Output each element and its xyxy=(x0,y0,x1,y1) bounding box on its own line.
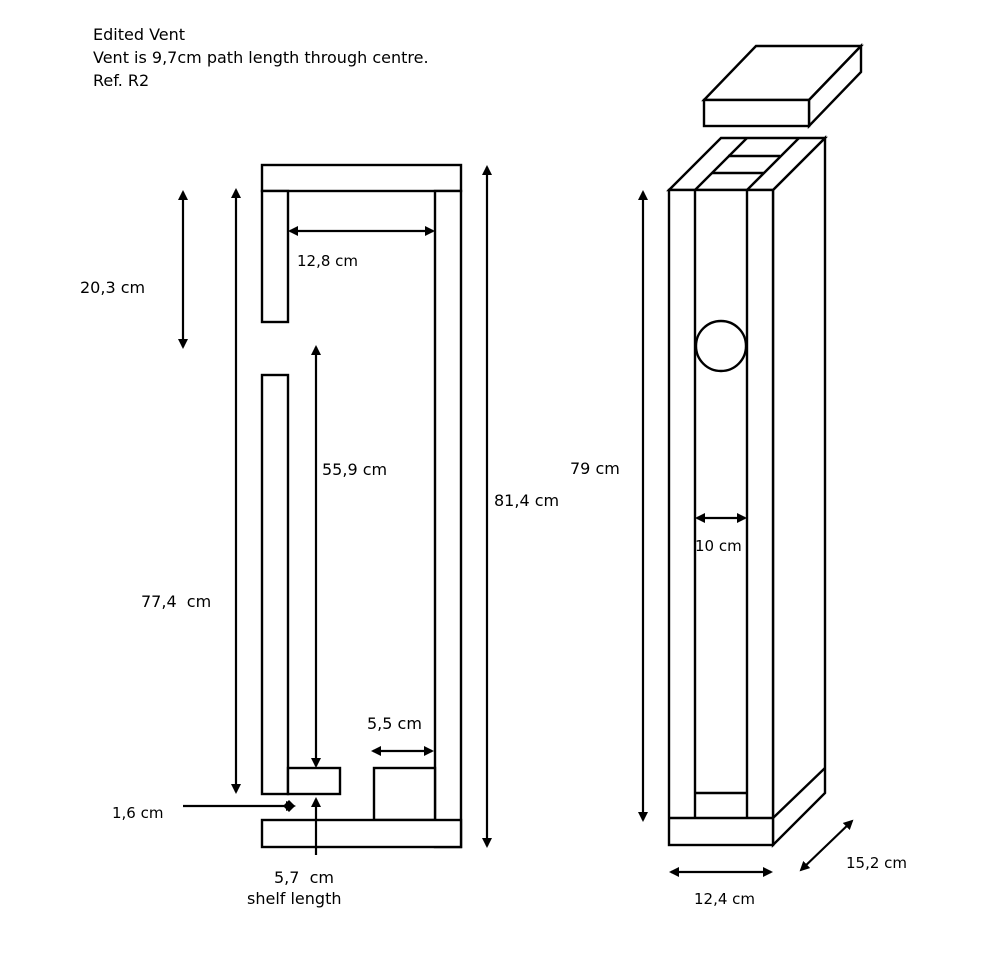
diagram-title: Edited Vent xyxy=(93,25,185,44)
bottom-block xyxy=(372,766,437,822)
box-side-base-edge xyxy=(772,767,826,819)
shelf-label: 5,7 cm xyxy=(274,868,334,887)
slot-width-label: 10 cm xyxy=(695,537,742,555)
iso-depth-label: 15,2 cm xyxy=(846,854,907,872)
iso-height-label: 79 cm xyxy=(570,459,620,478)
top-slot-edge-right xyxy=(746,137,800,191)
inner-height-label: 55,9 cm xyxy=(322,460,387,479)
total-height-label: 81,4 cm xyxy=(494,491,559,510)
lid-front xyxy=(702,98,811,128)
box-side-face xyxy=(771,135,827,848)
upper-left-wall xyxy=(260,189,290,324)
iso-view: 79 cm 10 cm 12,4 cm 15,2 cm xyxy=(570,43,907,908)
top-slot-edge-left xyxy=(694,137,748,191)
iso-width-label: 12,4 cm xyxy=(694,890,755,908)
shelf-caption: shelf length xyxy=(247,889,341,908)
diagram-ref: Ref. R2 xyxy=(93,71,149,90)
section-view: 12,8 cm 20,3 cm 77,4 cm 55,9 cm 81,4 cm … xyxy=(80,163,559,908)
port-hole xyxy=(694,319,748,373)
shelf xyxy=(286,766,342,796)
bottom-panel xyxy=(260,818,463,849)
block-width-label: 5,5 cm xyxy=(367,714,422,733)
top-panel xyxy=(260,163,463,193)
iso-depth-arrow xyxy=(799,819,854,872)
gap-label: 1,6 cm xyxy=(112,804,163,822)
inner-width-label: 12,8 cm xyxy=(297,252,358,270)
lower-left-wall xyxy=(260,373,290,796)
gap-marker xyxy=(283,800,295,812)
top-opening-label: 20,3 cm xyxy=(80,278,145,297)
right-wall xyxy=(433,189,463,849)
left-height-label: 77,4 cm xyxy=(141,592,211,611)
diagram-note: Vent is 9,7cm path length through centre… xyxy=(93,48,429,67)
